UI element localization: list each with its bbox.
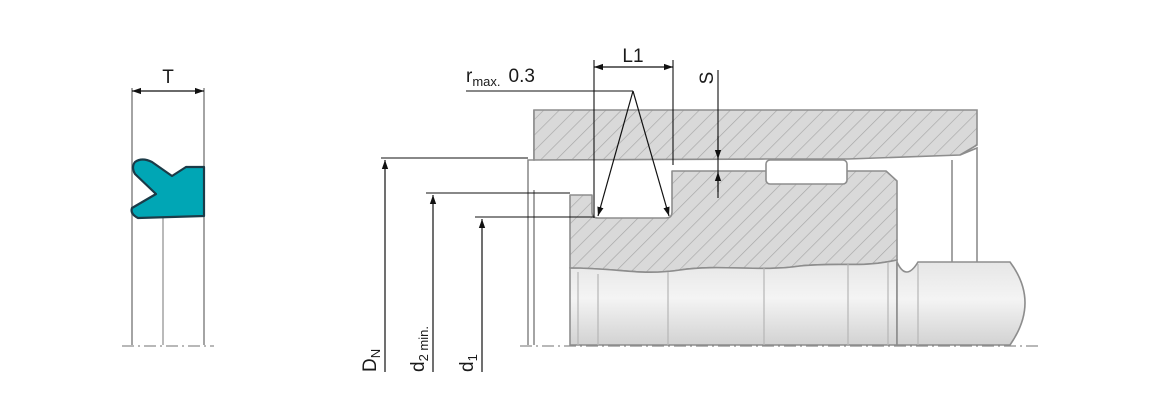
housing-end-face bbox=[959, 146, 978, 262]
radius-arrow-right bbox=[632, 90, 670, 217]
dimension-s-label: S bbox=[697, 72, 718, 85]
seal-section: T bbox=[122, 67, 214, 347]
dimension-t-label: T bbox=[162, 67, 174, 88]
radius-note: rmax.0.3 bbox=[466, 66, 535, 89]
dimension-d2-label: d2 min. bbox=[408, 326, 431, 372]
piston-rod bbox=[569, 259, 898, 346]
rod-end bbox=[896, 261, 1026, 346]
piston-groove-body bbox=[569, 170, 898, 274]
dimension-l1-label: L1 bbox=[622, 46, 643, 67]
bore-outline bbox=[527, 110, 535, 345]
dimension-dn-label: DN bbox=[360, 349, 383, 372]
guide-ring-slot bbox=[765, 159, 848, 185]
radius-arrow-left bbox=[597, 90, 634, 217]
rod-shading-lines bbox=[577, 262, 919, 345]
installation-section: L1 rmax.0.3 S DN d2 min. d1 bbox=[360, 46, 1040, 372]
u-cup-seal-profile bbox=[130, 158, 206, 220]
dimension-d1-label: d1 bbox=[457, 354, 480, 372]
housing-cylinder bbox=[533, 109, 978, 161]
